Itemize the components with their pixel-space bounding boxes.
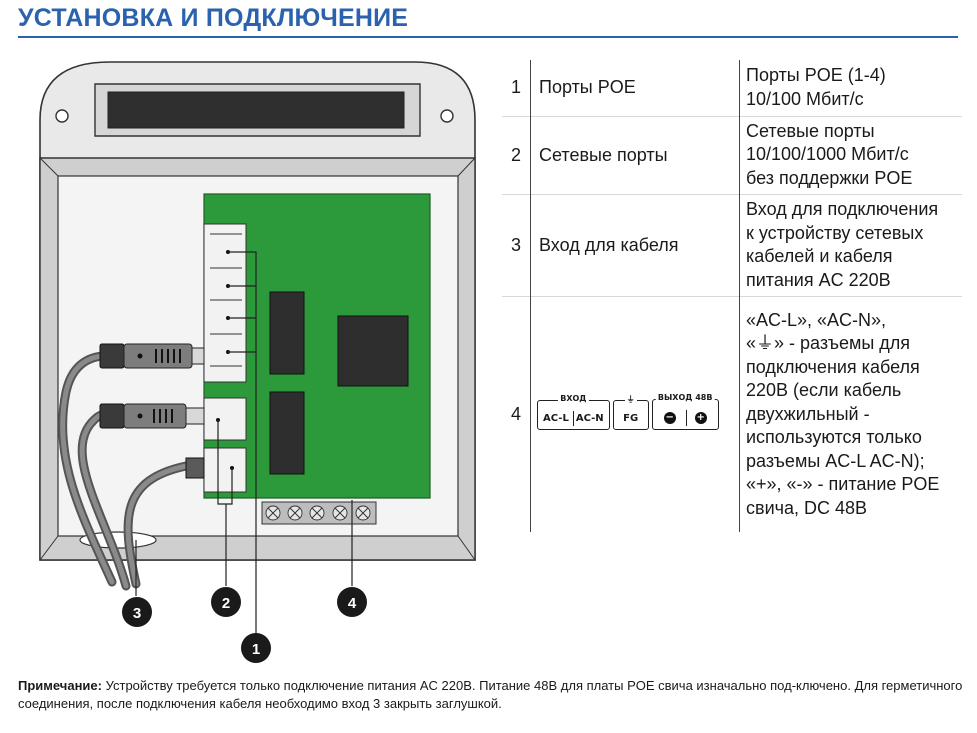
- desc-line: Порты POE (1-4): [746, 65, 886, 86]
- plus-icon: +: [694, 411, 707, 424]
- pcb-chip-1: [269, 291, 305, 375]
- callout-badge-1: 1: [241, 633, 271, 663]
- desc-line: кабелей и кабеля: [746, 246, 893, 266]
- row-description: «AC-L», «AC-N», «⏚» - разъемы для подклю…: [739, 295, 962, 532]
- callout-badge-2: 2: [211, 587, 241, 617]
- desc-line: к устройству сетевых: [746, 222, 924, 243]
- component-table: 1 Порты POE Порты POE (1-4) 10/100 Мбит/…: [502, 60, 962, 532]
- desc-line: используются только: [746, 427, 922, 447]
- enclosure-vent-opening: [107, 91, 405, 129]
- network-port-1: [203, 397, 247, 441]
- footnote-label: Примечание:: [18, 678, 102, 693]
- desc-line: Сетевые порты: [746, 120, 875, 141]
- terminal-block-legend: ВХОД AC-L AC-N ⏚ FG ВЫХОД 48В − +: [537, 392, 719, 430]
- desc-line: разъемы AC-L AC-N);: [746, 450, 925, 471]
- power-cable-plug: [185, 457, 205, 479]
- page-title: УСТАНОВКА И ПОДКЛЮЧЕНИЕ: [18, 4, 409, 32]
- row-number: 4: [502, 295, 531, 532]
- table-row: 4 ВХОД AC-L AC-N ⏚ FG ВЫХОД 48В − +: [502, 295, 962, 532]
- desc-line: двухжильный -: [746, 403, 870, 424]
- desc-line: 10/100/1000 Мбит/с: [746, 144, 909, 165]
- terminal-ac-l: AC-L: [543, 412, 569, 424]
- pcb-chip-2: [269, 391, 305, 475]
- terminal-group-label: ВЫХОД 48В: [655, 392, 715, 402]
- cable-connector-1: [99, 343, 205, 369]
- terminal-group-ground: ⏚ FG: [612, 393, 649, 430]
- callout-badge-4: 4: [337, 587, 367, 617]
- footnote-text: Устройству требуется только подключение …: [18, 678, 963, 711]
- desc-line: без поддержки POE: [746, 167, 913, 188]
- footnote: Примечание: Устройству требуется только …: [18, 677, 963, 712]
- row-number: 1: [510, 77, 521, 98]
- mount-hole-left: [55, 109, 69, 123]
- cable-connector-2: [99, 403, 205, 429]
- callout-number: 4: [348, 595, 357, 612]
- ground-icon: ⏚: [624, 393, 637, 405]
- desc-line: 10/100 Мбит/с: [746, 88, 864, 109]
- terminal-group-label: ВХОД: [558, 393, 589, 403]
- cable-bundle: [58, 351, 191, 591]
- callout-number: 1: [252, 641, 260, 658]
- desc-line: «+», «-» - питание POE: [746, 474, 940, 494]
- terminal-block: [261, 501, 377, 525]
- desc-line: питания AC 220В: [746, 269, 891, 290]
- row-terminal-cell: ВХОД AC-L AC-N ⏚ FG ВЫХОД 48В − +: [530, 295, 740, 532]
- leader-line-2: [217, 420, 233, 586]
- row-description: Сетевые порты 10/100/1000 Мбит/с без под…: [739, 115, 962, 194]
- desc-line: 220В (если кабель: [746, 380, 902, 400]
- mount-hole-right: [440, 109, 454, 123]
- row-description: Вход для подключения к устройству сетевы…: [739, 193, 962, 296]
- table-row: 1 Порты POE Порты POE (1-4) 10/100 Мбит/…: [502, 60, 962, 116]
- row-name: Порты POE: [530, 60, 740, 116]
- table-row: 2 Сетевые порты Сетевые порты 10/100/100…: [502, 115, 962, 194]
- terminal-fg: FG: [623, 412, 639, 424]
- callout-number: 3: [133, 605, 141, 622]
- desc-line: «AC-L», «AC-N»,: [746, 309, 887, 330]
- table-row: 3 Вход для кабеля Вход для подключения к…: [502, 193, 962, 296]
- row-number: 3: [502, 193, 531, 296]
- minus-icon: −: [663, 411, 676, 424]
- row-name: Вход для кабеля: [530, 193, 740, 296]
- terminal-ac-n: AC-N: [572, 410, 606, 426]
- desc-line: «⏚» - разъемы для: [746, 333, 911, 353]
- terminal-group-input: ВХОД AC-L AC-N: [537, 393, 610, 430]
- pcb-chip-main: [337, 315, 409, 387]
- poe-port-block: [203, 223, 247, 383]
- row-number: 2: [502, 115, 531, 194]
- row-description: Порты POE (1-4) 10/100 Мбит/с: [739, 60, 962, 116]
- desc-line: Вход для подключения: [746, 199, 939, 219]
- desc-line: подключения кабеля: [746, 356, 920, 377]
- leader-line-1: [228, 251, 257, 640]
- row-name: Сетевые порты: [530, 115, 740, 194]
- callout-badge-3: 3: [122, 597, 152, 627]
- terminal-plus: +: [685, 409, 715, 426]
- terminal-group-output: ВЫХОД 48В − +: [651, 392, 719, 430]
- callout-number: 2: [222, 595, 230, 612]
- title-underline: [18, 36, 958, 38]
- terminal-minus: −: [656, 410, 684, 426]
- desc-line: свича, DC 48В: [746, 497, 868, 518]
- network-port-2: [203, 447, 247, 493]
